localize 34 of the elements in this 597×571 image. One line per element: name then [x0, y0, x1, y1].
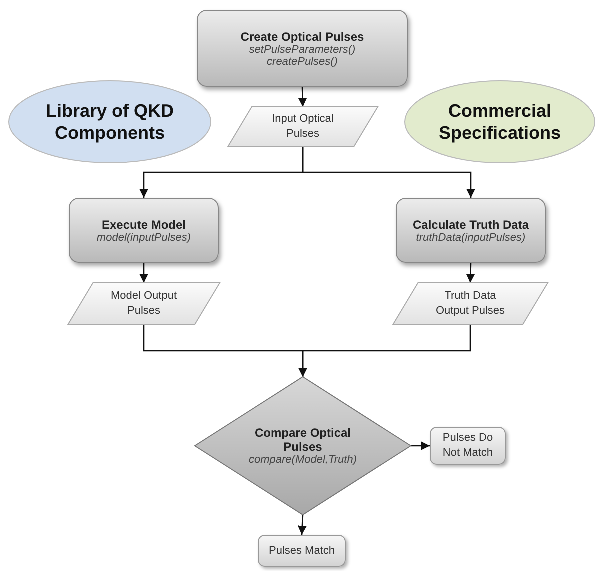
data-parallelogram	[393, 283, 548, 325]
node-label: Calculate Truth Data	[412, 218, 530, 232]
data-parallelogram	[68, 283, 220, 325]
connector-arrow	[139, 263, 149, 283]
node-label: Input Optical Pulses	[271, 112, 335, 142]
function-call: createPulses()	[267, 56, 338, 68]
connector-arrow	[298, 514, 307, 536]
node-label: Pulses Match	[268, 544, 336, 558]
node-label: Pulses Do Not Match	[442, 431, 494, 461]
terminal-box	[430, 427, 506, 465]
function-call: truthData(inputPulses)	[416, 232, 526, 244]
decision-diamond	[195, 377, 411, 515]
connector-arrow	[298, 86, 308, 108]
node-label: Library of QKD Components	[44, 100, 175, 144]
node-label: Compare Optical Pulses	[254, 426, 352, 454]
ellipse-shape	[8, 80, 212, 164]
function-call: setPulseParameters()	[249, 44, 356, 56]
function-call: compare(Model,Truth)	[249, 454, 357, 466]
process-box	[69, 198, 219, 263]
data-parallelogram	[228, 107, 378, 147]
process-box	[197, 10, 408, 87]
function-call: model(inputPulses)	[96, 232, 192, 244]
node-label: Model Output Pulses	[110, 289, 178, 319]
process-box	[396, 198, 546, 263]
connector-arrow	[298, 325, 472, 377]
connector-arrow	[466, 262, 476, 284]
connector-arrow	[411, 441, 430, 451]
ellipse-shape	[404, 80, 596, 164]
node-label: Execute Model	[102, 218, 186, 232]
node-label: Create Optical Pulses	[240, 30, 364, 44]
node-label: Commercial Specifications	[438, 100, 562, 144]
node-label: Truth Data Output Pulses	[434, 289, 506, 319]
terminal-box	[258, 535, 346, 567]
connector-arrow	[302, 147, 476, 198]
